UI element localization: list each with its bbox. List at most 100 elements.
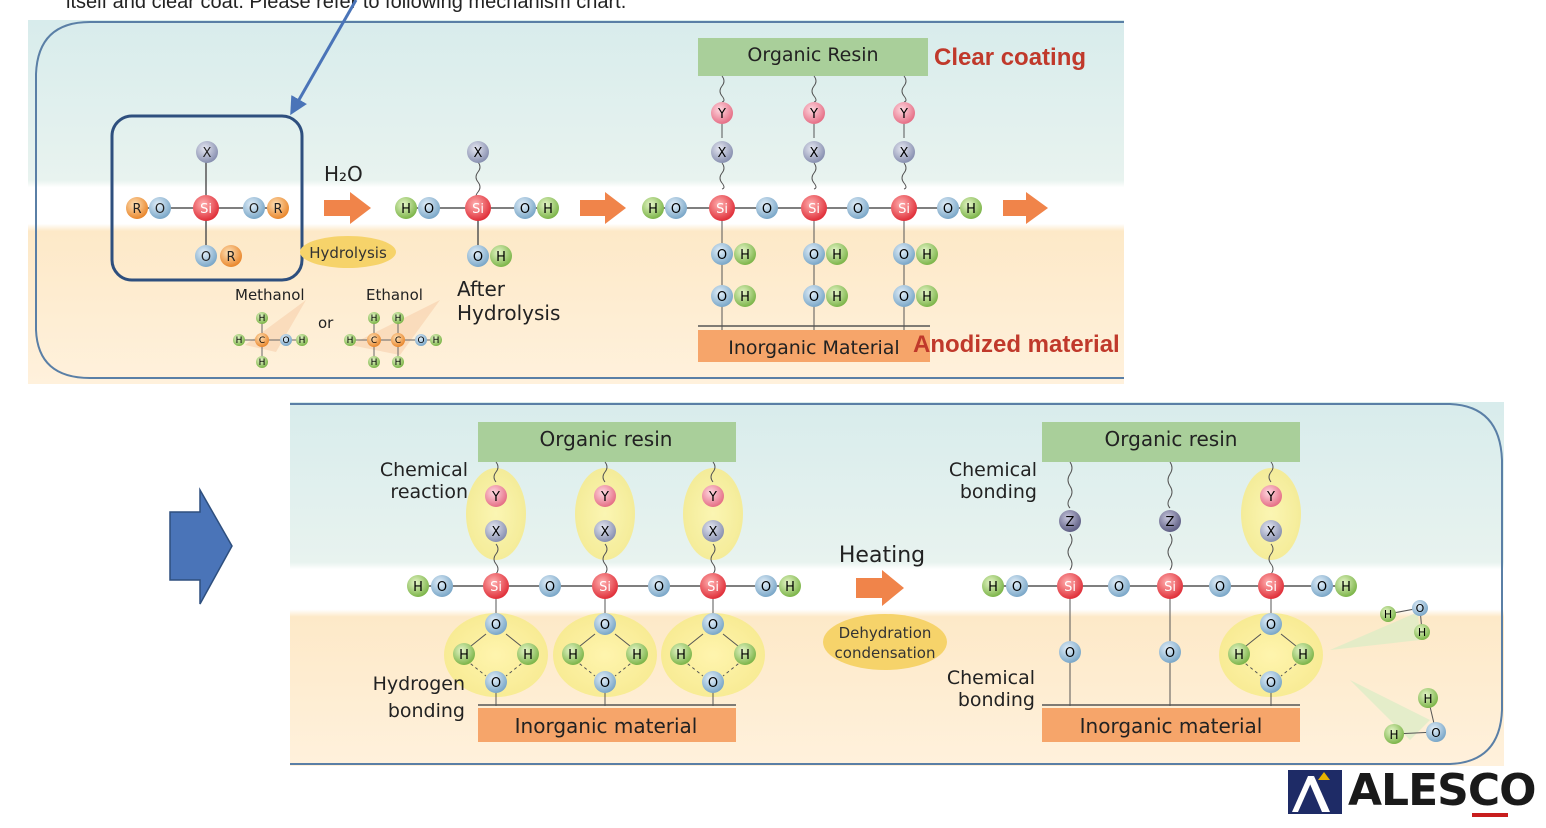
- svg-text:O: O: [1065, 646, 1075, 661]
- svg-text:H: H: [347, 336, 354, 346]
- svg-text:R: R: [273, 202, 282, 217]
- organic-resin-label: Organic Resin: [747, 44, 878, 66]
- reaction-arrow: [580, 192, 626, 224]
- svg-text:O: O: [424, 202, 434, 217]
- caption-text: itself and clear coat. Please refer to f…: [66, 0, 627, 13]
- svg-text:Si: Si: [599, 580, 611, 595]
- svg-text:Y: Y: [708, 490, 717, 505]
- svg-text:O: O: [491, 618, 501, 633]
- methanol-label: Methanol: [235, 286, 305, 304]
- svg-text:O: O: [1431, 726, 1440, 740]
- svg-text:Si: Si: [1265, 580, 1277, 595]
- svg-text:Y: Y: [600, 490, 609, 505]
- organic-resin-label-left: Organic resin: [540, 427, 673, 451]
- svg-text:O: O: [717, 290, 727, 305]
- lower-left-column: Y X Si O H H O: [444, 461, 548, 706]
- svg-text:Z: Z: [1166, 515, 1175, 530]
- svg-text:H: H: [299, 336, 306, 346]
- reaction-arrow: [324, 192, 371, 224]
- svg-text:Si: Si: [808, 202, 820, 217]
- svg-text:H: H: [1341, 580, 1351, 595]
- logo-underline: [1472, 813, 1508, 817]
- svg-text:O: O: [762, 202, 772, 217]
- upper-siloxane-chain: H O O O O H: [642, 197, 982, 219]
- anodized-material-callout: Anodized material: [913, 331, 1120, 358]
- svg-text:O: O: [1114, 580, 1124, 595]
- inorganic-material-bar: [698, 330, 930, 362]
- svg-text:Z: Z: [1066, 515, 1075, 530]
- hydrolysed-silane: X H O Si O H O H: [395, 141, 559, 267]
- svg-text:Si: Si: [1064, 580, 1076, 595]
- svg-text:H: H: [259, 358, 266, 368]
- svg-text:O: O: [1266, 618, 1276, 633]
- svg-text:O: O: [1012, 580, 1022, 595]
- lower-right-column: Y X Si O H H O: [1219, 461, 1323, 706]
- svg-text:X: X: [900, 146, 909, 161]
- after-hydrolysis-label-2: Hydrolysis: [457, 301, 560, 325]
- dehydration-label-2: condensation: [835, 644, 936, 662]
- svg-text:H: H: [413, 580, 423, 595]
- svg-text:Y: Y: [809, 107, 818, 122]
- svg-text:H: H: [568, 648, 578, 663]
- reaction-arrow: [1003, 192, 1048, 224]
- lower-left-column: Y X Si O H H O: [553, 461, 657, 706]
- svg-text:Si: Si: [707, 580, 719, 595]
- svg-text:H: H: [259, 314, 266, 324]
- alesco-logo-mark: [1288, 770, 1342, 814]
- si-atom: [193, 195, 219, 221]
- svg-text:H: H: [676, 648, 686, 663]
- svg-text:C: C: [395, 336, 401, 346]
- svg-text:O: O: [1416, 602, 1425, 615]
- r-atom: [220, 245, 242, 267]
- svg-text:O: O: [1317, 580, 1327, 595]
- svg-text:H: H: [832, 290, 842, 305]
- dehydration-label-1: Dehydration: [839, 624, 932, 642]
- svg-text:H: H: [1234, 648, 1244, 663]
- x-atom: [196, 141, 218, 163]
- svg-text:O: O: [717, 248, 727, 263]
- organic-resin-bar: [698, 38, 928, 76]
- silane-molecule: X R O Si O R O R: [126, 141, 289, 267]
- svg-text:Si: Si: [1164, 580, 1176, 595]
- organic-resin-label-right: Organic resin: [1105, 427, 1238, 451]
- svg-text:H: H: [1298, 648, 1308, 663]
- r-atom: [267, 197, 289, 219]
- svg-text:O: O: [809, 248, 819, 263]
- silane-highlight-box: [110, 114, 304, 282]
- o-atom: [243, 197, 265, 219]
- svg-text:O: O: [1165, 646, 1175, 661]
- svg-text:O: O: [491, 676, 501, 691]
- svg-text:O: O: [249, 202, 259, 217]
- ethanol-label: Ethanol: [366, 286, 423, 304]
- hydrogen-bonding-label-2: bonding: [388, 700, 465, 722]
- svg-text:O: O: [1266, 676, 1276, 691]
- svg-text:H: H: [459, 648, 469, 663]
- hydrolysis-badge: [300, 236, 396, 268]
- inorganic-material-label-right: Inorganic material: [1080, 714, 1263, 738]
- svg-text:H: H: [236, 336, 243, 346]
- svg-text:Y: Y: [491, 490, 500, 505]
- svg-text:O: O: [437, 580, 447, 595]
- water-molecule: H H O: [1350, 680, 1446, 744]
- svg-text:H: H: [740, 290, 750, 305]
- svg-text:O: O: [899, 248, 909, 263]
- logo-text: ALESCO: [1348, 765, 1537, 816]
- chemical-reaction-label-1: Chemical: [380, 459, 468, 481]
- after-hydrolysis-label-1: After: [457, 277, 506, 301]
- next-step-arrow: [169, 487, 233, 605]
- svg-text:O: O: [282, 336, 289, 346]
- svg-text:Si: Si: [472, 202, 484, 217]
- svg-text:C: C: [259, 336, 265, 346]
- water-molecule: H O H: [1330, 600, 1430, 650]
- svg-text:H: H: [988, 580, 998, 595]
- svg-text:X: X: [718, 146, 727, 161]
- svg-text:R: R: [226, 250, 235, 265]
- svg-text:Si: Si: [716, 202, 728, 217]
- inorganic-material-label: Inorganic Material: [728, 337, 899, 359]
- svg-text:H: H: [371, 358, 378, 368]
- svg-text:C: C: [371, 336, 377, 346]
- inorganic-material-bar-left: [478, 708, 736, 742]
- inorganic-material-bar-right: [1042, 708, 1300, 742]
- svg-text:H: H: [648, 202, 658, 217]
